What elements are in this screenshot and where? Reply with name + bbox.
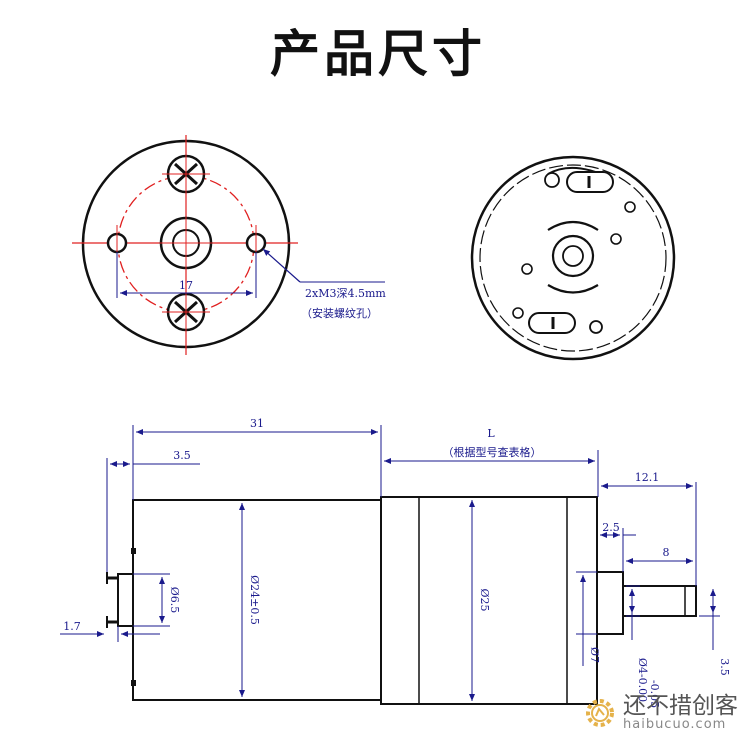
rear-boss [117, 573, 134, 627]
callout-text-2: （安装螺纹孔） [301, 306, 378, 320]
watermark-cn: 还不措创客 [623, 693, 738, 719]
dim-d25-label: Ø25 [478, 588, 491, 611]
watermark: 还不措创客 haibucuo.com [583, 694, 738, 732]
front-view: 17 2xM3深4.5mm （安装螺纹孔） [72, 135, 386, 355]
dim-d6-5-label: Ø6.5 [168, 587, 181, 614]
dim-L-label: L [487, 427, 495, 440]
dim-d7-label: Ø7 [588, 647, 601, 663]
rear-outer-circle [470, 155, 676, 361]
callout-text-1: 2xM3深4.5mm [305, 287, 386, 300]
watermark-en: haibucuo.com [623, 717, 727, 732]
callout-leader [262, 248, 301, 283]
dim-2-5-label: 2.5 [602, 521, 620, 534]
dim-d4-tol-label: -0.05 [648, 680, 661, 708]
motor-body [132, 499, 382, 701]
output-shaft [622, 585, 697, 617]
gear-icon [586, 699, 614, 727]
dim-1-7-label: 1.7 [63, 620, 81, 633]
output-collar [596, 571, 624, 635]
dim-d24-label: Ø24±0.5 [248, 575, 261, 625]
dim-17-label: 17 [179, 279, 193, 292]
side-view: 31 L （根据型号查表格） 3.5 12.1 2.5 8 1.7 Ø6 [60, 417, 731, 708]
dim-L-note: （根据型号查表格） [443, 445, 542, 459]
dim-d4-label: Ø4-0.00 [636, 658, 649, 702]
dim-3-5-top-label: 3.5 [173, 449, 191, 462]
dim-12-1-label: 12.1 [635, 471, 660, 484]
gearbox-body [380, 496, 598, 705]
rear-inner-ring [479, 164, 667, 352]
dim-3-5-right-label: 3.5 [718, 658, 731, 676]
page-title: 产品尺寸 [270, 25, 486, 83]
dim-8-label: 8 [663, 546, 670, 559]
rear-view [470, 155, 676, 361]
dim-31-label: 31 [250, 417, 264, 430]
